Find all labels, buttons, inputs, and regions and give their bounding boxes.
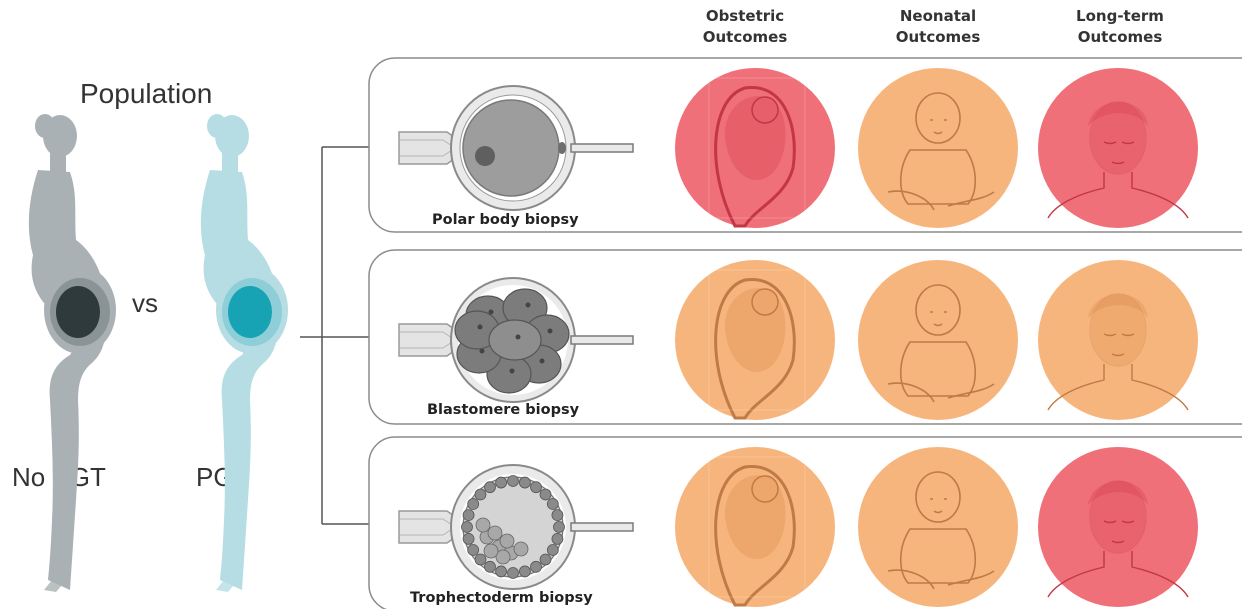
trophectoderm-cell xyxy=(508,476,519,487)
trophectoderm-cell xyxy=(508,568,519,579)
polar-body-biopsy-caption: Polar body biopsy xyxy=(432,212,579,228)
trophectoderm-cell xyxy=(540,489,551,500)
nucleus xyxy=(475,146,495,166)
inner-cell-mass xyxy=(488,526,502,540)
blastomere-cell xyxy=(489,320,541,360)
trophectoderm-cell xyxy=(552,533,563,544)
outcome-longterm-circle xyxy=(1038,68,1198,228)
trophectoderm-cell xyxy=(485,482,496,493)
trophectoderm-cell xyxy=(496,566,507,577)
trophectoderm-cell xyxy=(519,477,530,488)
biopsy-panel-cleavage xyxy=(369,250,1242,424)
outcome-obstetric-circle xyxy=(675,447,835,607)
trophectoderm-cell xyxy=(475,554,486,565)
fetus-icon xyxy=(228,286,272,338)
trophectoderm-cell xyxy=(463,533,474,544)
biopsy-needle-icon xyxy=(571,523,633,531)
outcome-obstetric-circle xyxy=(675,68,835,228)
blastomere-biopsy-caption: Blastomere biopsy xyxy=(427,402,579,418)
biopsy-panel-oocyte xyxy=(369,58,1242,232)
trophectoderm-cell xyxy=(475,489,486,500)
no-pgt-woman-icon xyxy=(29,114,116,592)
outcome-longterm-circle xyxy=(1038,447,1198,607)
trophectoderm-cell xyxy=(547,499,558,510)
tree-connector xyxy=(300,147,372,524)
biopsy-needle-icon xyxy=(571,336,633,344)
trophectoderm-biopsy-caption: Trophectoderm biopsy xyxy=(410,590,593,606)
trophectoderm-cell xyxy=(531,482,542,493)
fetus-icon xyxy=(56,286,100,338)
inner-cell-mass xyxy=(484,544,498,558)
trophectoderm-cell xyxy=(519,566,530,577)
trophectoderm-cell xyxy=(540,554,551,565)
biopsy-panel-blastocyst xyxy=(369,437,1242,609)
population-figures xyxy=(29,114,288,592)
outcome-neonatal-circle xyxy=(858,68,1018,228)
pgt-woman-icon xyxy=(201,114,288,592)
trophectoderm-cell xyxy=(462,522,473,533)
trophectoderm-cell xyxy=(547,545,558,556)
oocyte-icon xyxy=(463,100,559,196)
trophectoderm-cell xyxy=(552,510,563,521)
trophectoderm-cell xyxy=(468,499,479,510)
outcome-longterm-circle xyxy=(1038,260,1198,420)
inner-cell-mass xyxy=(476,518,490,532)
trophectoderm-cell xyxy=(496,477,507,488)
polar-body-icon xyxy=(558,142,566,154)
outcome-neonatal-circle xyxy=(858,447,1018,607)
trophectoderm-cell xyxy=(485,561,496,572)
trophectoderm-cell xyxy=(463,510,474,521)
trophectoderm-cell xyxy=(468,545,479,556)
trophectoderm-cell xyxy=(554,522,565,533)
outcome-obstetric-circle xyxy=(675,260,835,420)
trophectoderm-cell xyxy=(531,561,542,572)
inner-cell-mass xyxy=(500,534,514,548)
inner-cell-mass xyxy=(514,542,528,556)
biopsy-needle-icon xyxy=(571,144,633,152)
outcome-neonatal-circle xyxy=(858,260,1018,420)
